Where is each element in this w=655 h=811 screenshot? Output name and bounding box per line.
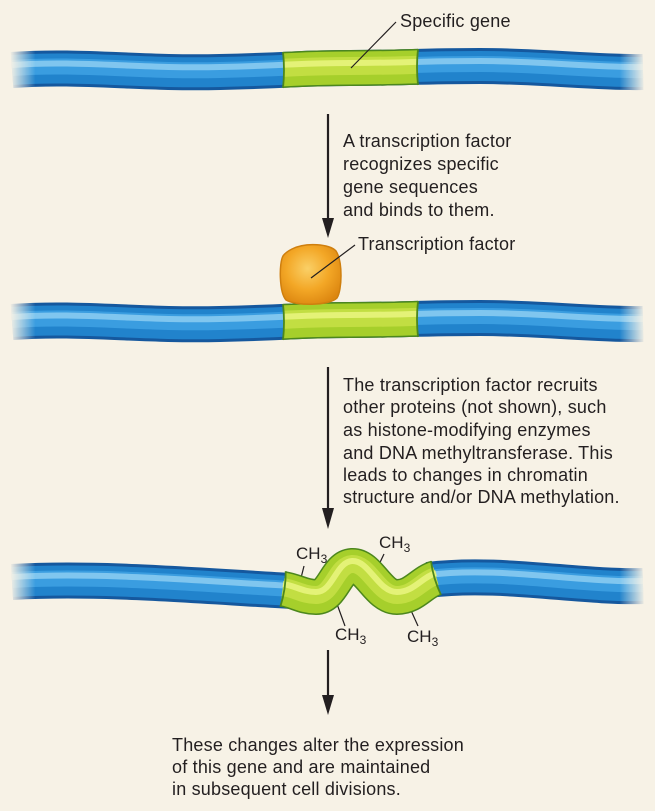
methyl-label-subscript: 3	[432, 635, 439, 649]
transcription-factor-leader-line	[310, 244, 356, 279]
caption-line: and DNA methyltransferase. This	[343, 443, 613, 463]
gene-boundary-left	[282, 303, 285, 341]
gene-boundary-left	[279, 571, 287, 608]
caption-line: recognizes specific	[343, 154, 499, 174]
arrow-down-icon	[322, 114, 334, 238]
methyl-label-main: CH	[407, 627, 432, 646]
arrow-head	[322, 508, 334, 529]
dna-tube-highlight	[11, 572, 293, 589]
caption-line: of this gene and are maintained	[172, 757, 430, 777]
methyl-group-label: CH3	[407, 627, 439, 649]
gene-boundary-left	[282, 51, 285, 89]
arrow-head	[322, 695, 334, 715]
methyl-label-main: CH	[379, 533, 404, 552]
caption-line: other proteins (not shown), such	[343, 397, 607, 417]
methyl-group-label: CH3	[296, 544, 328, 566]
dna-strand-modified	[10, 548, 644, 616]
caption-line: gene sequences	[343, 177, 478, 197]
step-1-caption: A transcription factor recognizes specif…	[343, 131, 511, 220]
gene-boundary-right	[430, 560, 442, 596]
specific-gene-leader-line	[350, 21, 397, 69]
methyl-leader-line	[336, 603, 346, 627]
arrow-head	[322, 218, 334, 238]
arrow-down-icon	[322, 367, 334, 529]
modified-gene-segment	[279, 548, 443, 616]
gene-boundary-right	[416, 300, 419, 338]
step-2-caption: The transcription factor recruits other …	[343, 375, 620, 507]
caption-line: The transcription factor recruits	[343, 375, 598, 395]
arrow-down-icon	[322, 650, 334, 715]
specific-gene-segment	[279, 299, 422, 343]
caption-line: leads to changes in chromatin	[343, 465, 588, 485]
specific-gene-segment	[279, 47, 422, 91]
dna-tube-highlight	[427, 569, 644, 585]
dna-strand-bound	[10, 299, 644, 343]
caption-line: in subsequent cell divisions.	[172, 779, 401, 799]
dna-strand	[10, 299, 644, 343]
gene-tube-highlight	[279, 57, 422, 71]
dna-strand-initial	[10, 47, 644, 91]
methyl-label-subscript: 3	[360, 633, 367, 647]
methyl-label-subscript: 3	[321, 552, 328, 566]
methyl-group-labels: CH3 CH3 CH3 CH3	[296, 533, 439, 649]
transcription-factor-protein	[279, 243, 342, 305]
methyl-group-label: CH3	[379, 533, 411, 555]
gene-tube-highlight	[282, 558, 438, 596]
caption-line: and binds to them.	[343, 200, 495, 220]
dna-strand-left	[10, 562, 293, 609]
caption-line: structure and/or DNA methylation.	[343, 487, 620, 507]
methyl-label-main: CH	[296, 544, 321, 563]
methyl-label-main: CH	[335, 625, 360, 644]
caption-line: A transcription factor	[343, 131, 511, 151]
methyl-label-subscript: 3	[404, 541, 411, 555]
dna-strand-right	[425, 559, 644, 605]
gene-boundary-right	[416, 48, 419, 86]
gene-tube-highlight	[279, 309, 422, 323]
methyl-group-label: CH3	[335, 625, 367, 647]
caption-line: These changes alter the expression	[172, 735, 464, 755]
specific-gene-label: Specific gene	[400, 11, 511, 31]
transcription-factor-label: Transcription factor	[358, 234, 515, 254]
step-3-caption: These changes alter the expression of th…	[172, 735, 464, 799]
caption-line: as histone-modifying enzymes	[343, 420, 591, 440]
